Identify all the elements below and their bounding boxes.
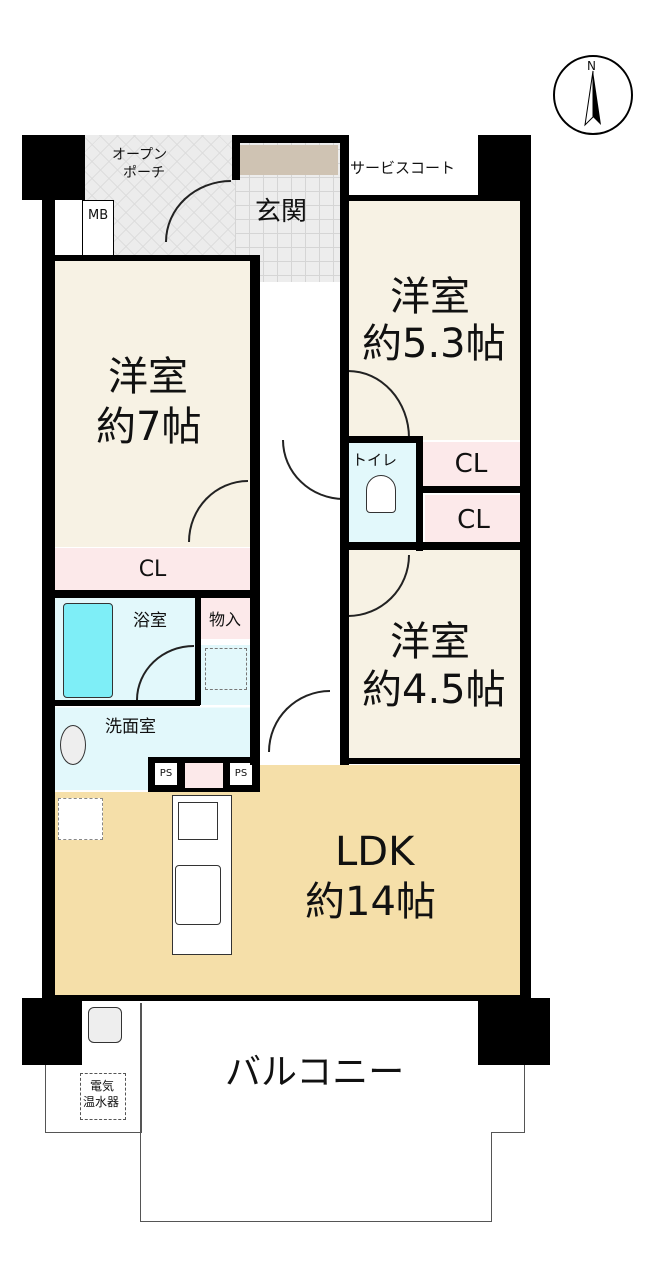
western-room-45-size: 約4.5帖 [362, 667, 506, 713]
wall-ldk-bottom [42, 995, 531, 1001]
toilet-icon [366, 475, 396, 513]
wall-closet-7 [42, 590, 260, 598]
closet-label: CL [457, 505, 490, 535]
closet-label: CL [138, 556, 167, 582]
washing-machine-space [205, 648, 247, 690]
storage-label: 物入 [208, 610, 241, 629]
toilet-label: トイレ [352, 451, 398, 469]
closet-label: CL [454, 449, 488, 479]
open-porch-label-2: ポーチ [123, 165, 165, 181]
wall-center-right [340, 135, 349, 765]
door-toilet[interactable] [282, 440, 344, 500]
ldk-name: LDK [335, 829, 415, 875]
ldk [55, 792, 522, 995]
north-arrow-icon [584, 70, 601, 127]
compass-north-label: N [587, 59, 596, 73]
sink-icon [175, 865, 221, 925]
meter-box [82, 200, 114, 257]
bathtub-icon [63, 603, 113, 698]
wall-53-top [340, 195, 530, 201]
ps-left: PS [155, 763, 177, 785]
western-room-45-name: 洋室 [390, 619, 470, 665]
wall-closets-mid [420, 486, 522, 493]
door-hallway-ldk[interactable] [268, 690, 330, 752]
meter-box-label: MB [88, 208, 109, 223]
wall-left [42, 200, 55, 1000]
wall-toilet [340, 436, 422, 443]
open-porch-label-1: オープン [112, 147, 168, 163]
ldk-upper [260, 765, 522, 795]
wall-toilet-bottom [340, 542, 522, 550]
wall-bath-bottom [55, 700, 200, 706]
closet-western-53[interactable]: CL [420, 442, 522, 486]
balcony-divider [140, 1003, 142, 1133]
balcony-label: バルコニー [225, 1052, 405, 1093]
wall-entrance-top [232, 135, 347, 143]
washroom-label: 洗面室 [105, 717, 156, 737]
pillar-bottom-left [22, 998, 82, 1065]
water-heater-label-1: 電気 [90, 1079, 115, 1093]
wall-7-right [250, 255, 260, 765]
closet-western-45[interactable]: CL [425, 495, 522, 545]
water-heater-label-2: 温水器 [83, 1095, 120, 1109]
kitchen-counter [172, 795, 232, 955]
water-heater [80, 1073, 126, 1120]
stove-icon [178, 802, 218, 840]
fridge-space [58, 798, 103, 840]
wall-entrance-left [232, 135, 240, 180]
western-room-53-size: 約5.3帖 [362, 321, 506, 367]
western-room-7-name: 洋室 [108, 354, 188, 400]
entrance-label: 玄関 [255, 197, 308, 227]
western-room-53-name: 洋室 [390, 274, 470, 320]
pillar-top-right [478, 135, 531, 200]
ldk-size: 約14帖 [305, 879, 436, 925]
closet-western-7[interactable]: CL [55, 548, 250, 590]
wall-45-bottom [340, 758, 530, 764]
wall-bath-right [195, 597, 201, 705]
service-court-label: サービスコート [350, 159, 456, 177]
balcony-bay [140, 1132, 492, 1222]
entrance-mat [240, 145, 338, 175]
ps-right: PS [230, 763, 252, 785]
wall-right [520, 195, 531, 1000]
pillar-bottom-right [478, 998, 550, 1065]
pillar-top-left [22, 135, 85, 200]
bathroom-label: 浴室 [133, 611, 167, 631]
compass [553, 55, 633, 135]
wall-7-top [42, 255, 260, 261]
storage[interactable]: 物入 [200, 597, 250, 639]
ps-middle [185, 763, 223, 788]
western-room-7-size: 約7帖 [96, 404, 202, 450]
wall-toilet-right [416, 436, 423, 551]
balcony-sink-icon [88, 1007, 122, 1043]
washroom-upper [200, 645, 250, 705]
washbasin-icon [60, 725, 86, 765]
